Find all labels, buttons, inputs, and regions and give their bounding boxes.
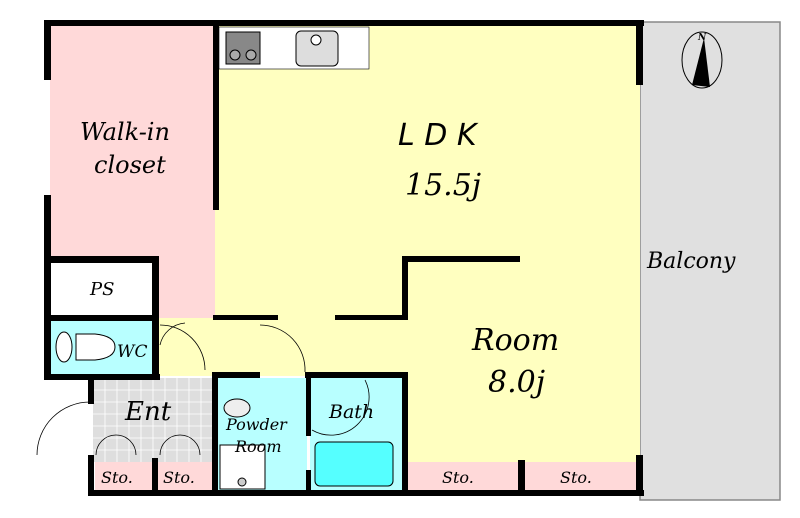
storage-label-3: Sto. — [442, 468, 474, 487]
walls — [44, 20, 644, 496]
storage-label-1: Sto. — [101, 468, 133, 487]
wc-label: WC — [117, 342, 147, 362]
ldk-label: L D K — [398, 118, 479, 153]
powder-room-label-1: Powder — [225, 415, 288, 434]
walk-in-closet-label-2: closet — [94, 151, 166, 179]
bath-label: Bath — [328, 401, 374, 423]
entrance-tiles — [93, 378, 213, 462]
entrance-label: Ent — [124, 397, 172, 427]
storage-label-2: Sto. — [163, 468, 195, 487]
storage-area-2 — [158, 462, 212, 491]
ldk-size: 15.5j — [405, 168, 481, 203]
storage-area-4 — [525, 462, 638, 491]
balcony-area — [639, 21, 781, 501]
storage-label-4: Sto. — [560, 468, 592, 487]
storage-area-1 — [95, 462, 152, 491]
storage-area-3 — [408, 462, 520, 491]
compass-icon: N — [681, 31, 723, 89]
walk-in-closet-label-1: Walk-in — [80, 118, 170, 146]
toilet-icon — [55, 331, 116, 363]
ps-label: PS — [89, 279, 114, 300]
door-swings — [36, 322, 370, 456]
room-label: Room — [471, 323, 559, 358]
ps-area — [50, 262, 155, 316]
hallway-area — [157, 318, 407, 376]
bathtub-icon — [314, 441, 394, 487]
powder-room-label-2: Room — [234, 437, 281, 456]
compass-label: N — [697, 33, 707, 43]
washbasin-icon — [223, 398, 251, 418]
room-size: 8.0j — [488, 365, 545, 400]
balcony-label: Balcony — [646, 249, 736, 274]
stove-icon — [225, 31, 261, 65]
room-area — [405, 258, 640, 463]
sink-icon — [295, 30, 339, 67]
